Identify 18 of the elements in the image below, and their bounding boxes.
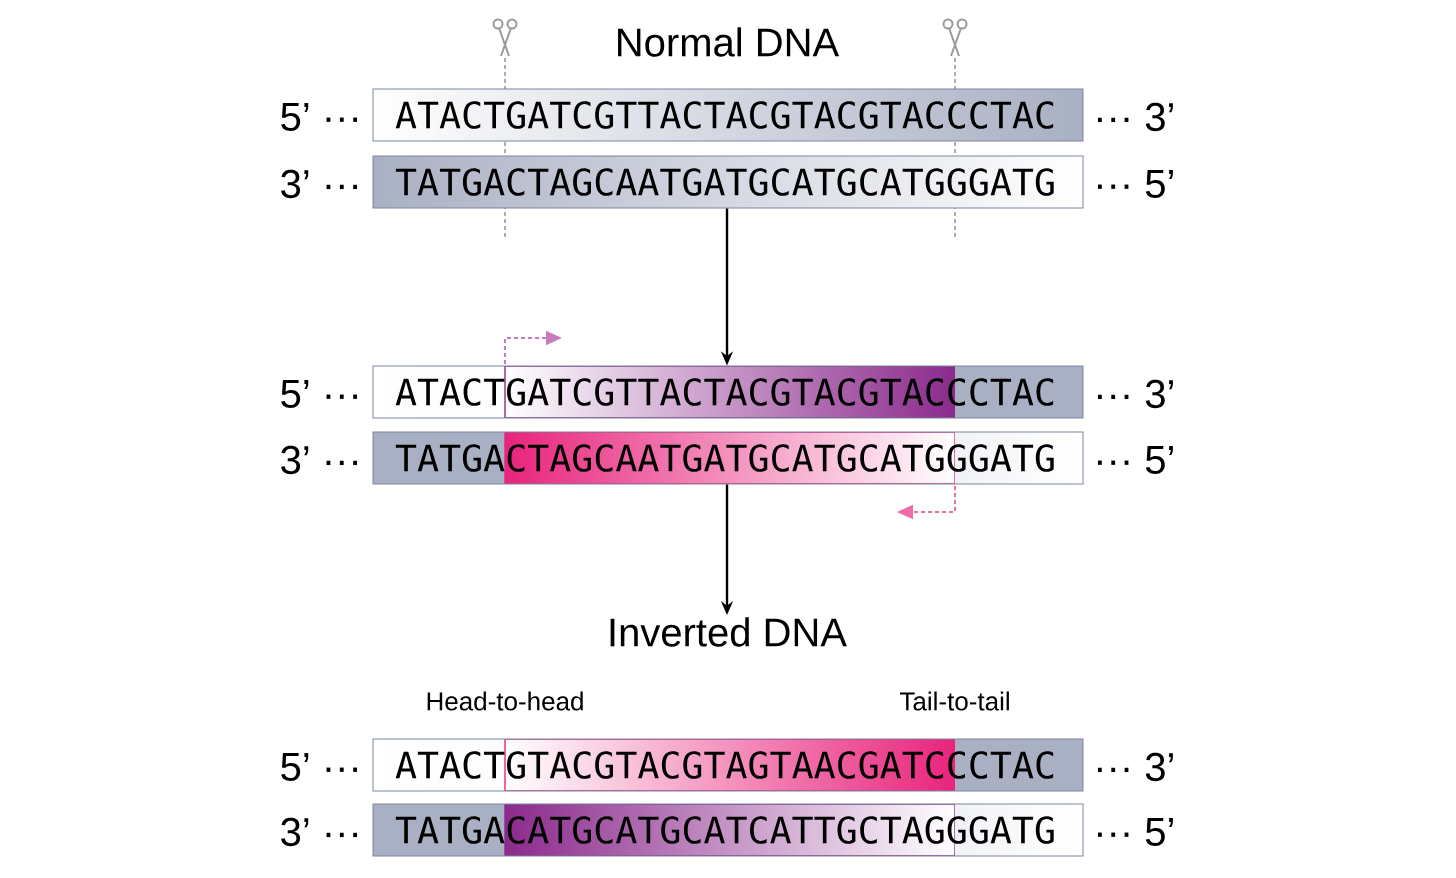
- end-label: ··· 3’: [1097, 752, 1173, 782]
- end-label: 3’ ···: [281, 817, 357, 847]
- heading: Normal DNA: [618, 27, 840, 57]
- end-label: ··· 5’: [1097, 446, 1173, 474]
- end-label: 5’ ···: [281, 753, 357, 781]
- strand-box: TATGACTAGCAATGATGCATGCATGGGATG: [372, 155, 1084, 209]
- junction-label: Head-to-head: [427, 691, 583, 711]
- end-label: ··· 3’: [1097, 102, 1173, 132]
- end-label: 3’ ···: [281, 169, 357, 199]
- strand-box: ATACTGATCGTTACTACGTACGTACCCTAC: [372, 88, 1084, 142]
- junction-label: Tail-to-tail: [899, 691, 1009, 711]
- end-label: 5’ ···: [281, 380, 357, 408]
- heading: Inverted DNA: [610, 617, 847, 647]
- end-label: 5’ ···: [281, 103, 357, 131]
- end-label: ··· 3’: [1097, 379, 1173, 409]
- end-label: ··· 5’: [1097, 818, 1173, 846]
- end-label: 3’ ···: [281, 445, 357, 475]
- end-label: ··· 5’: [1097, 170, 1173, 198]
